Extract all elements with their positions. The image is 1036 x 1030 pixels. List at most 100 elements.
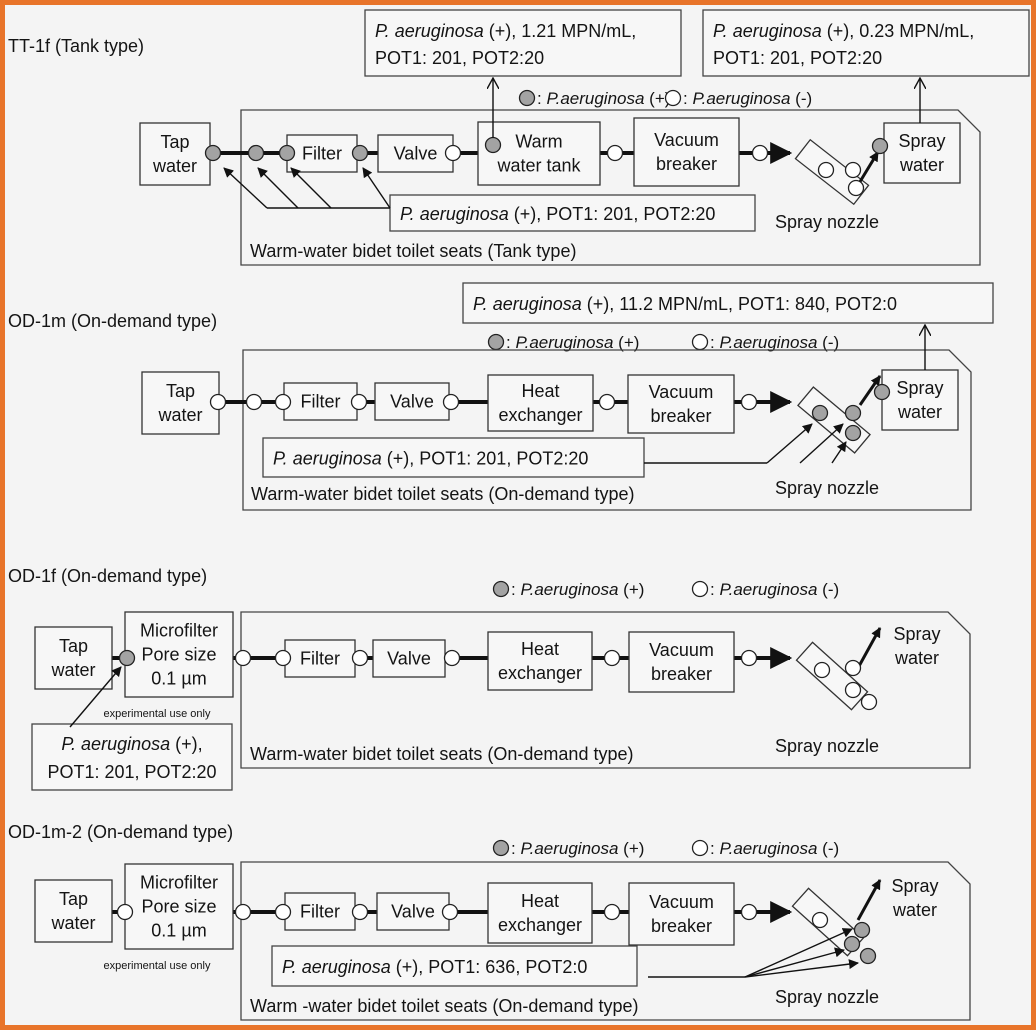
legend-positive-label-part: (+): [618, 839, 644, 858]
vacuum-breaker-box-label-part: Vacuum: [654, 130, 719, 150]
result-callout-text: P. aeruginosa (+),: [61, 734, 202, 754]
sample-point: [871, 137, 889, 155]
result-callout-text: POT1: 201, POT2:20: [375, 48, 544, 68]
spray-water-label-label: water: [894, 648, 939, 668]
microfilter-box: [124, 863, 234, 950]
spray-water-label-label: water: [892, 900, 937, 920]
result-callout-text: P. aeruginosa (+), POT1: 201, POT2:20: [273, 449, 588, 469]
leader-arrow: [69, 666, 122, 728]
experimental-note-part: experimental use only: [103, 708, 211, 720]
sample-point: [351, 649, 369, 667]
leader-arrow: [290, 167, 332, 209]
spray-water-box: [881, 369, 959, 431]
sample-point: [603, 649, 621, 667]
legend-positive-label-part: P.aeruginosa: [515, 333, 613, 352]
panel-title: OD-1m (On-demand type): [8, 311, 217, 331]
heat-exchanger-box: [487, 882, 593, 944]
leader-arrow: [362, 167, 391, 209]
leader-arrow: [223, 167, 268, 209]
legend-negative-label-part: P.aeruginosa: [719, 580, 817, 599]
housing-label-part: Warm-water bidet toilet seats (On-demand…: [250, 744, 633, 764]
valve-box-label-part: Valve: [394, 144, 438, 164]
tap-water-box-label-part: water: [152, 156, 197, 176]
experimental-note: experimental use only: [103, 960, 211, 972]
valve-box-label-part: Valve: [391, 902, 435, 922]
legend-negative-label-part: :: [710, 333, 719, 352]
leader-arrow: [744, 928, 853, 978]
sample-point: [442, 393, 460, 411]
result-callout-box: [262, 437, 645, 478]
legend-negative-icon: [691, 333, 709, 351]
experimental-note-part: experimental use only: [103, 960, 211, 972]
tap-water-box: [141, 371, 220, 435]
result-callout-text-part: (+),: [170, 734, 203, 754]
result-callout-box: [31, 723, 233, 791]
vacuum-breaker-box-label: breaker: [651, 916, 712, 936]
panel-title-part: OD-1m (On-demand type): [8, 311, 217, 331]
sample-point: [751, 144, 769, 162]
legend-negative-label-part: :: [710, 839, 719, 858]
spray-water-box-label: water: [897, 402, 942, 422]
legend-negative-label-part: (-): [817, 333, 839, 352]
legend-negative-label-part: :: [710, 580, 719, 599]
vacuum-breaker-box-label: Vacuum: [649, 382, 714, 402]
tap-water-box-label: Tap: [59, 636, 88, 656]
tap-water-box-label: water: [152, 156, 197, 176]
vacuum-breaker-box-label: breaker: [651, 664, 712, 684]
vacuum-breaker-box-label-part: breaker: [651, 916, 712, 936]
valve-box: [377, 134, 454, 173]
result-callout-text: P. aeruginosa (+), 1.21 MPN/mL,: [375, 21, 636, 41]
filter-box-label: Filter: [300, 902, 340, 922]
warm-water-tank-box-label-part: water tank: [496, 156, 581, 176]
vacuum-breaker-box-label-part: breaker: [651, 664, 712, 684]
vacuum-breaker-box: [628, 631, 735, 693]
sample-point: [204, 144, 222, 162]
vacuum-breaker-box-label-part: Vacuum: [649, 382, 714, 402]
valve-box-label: Valve: [391, 902, 435, 922]
heat-exchanger-box-label: exchanger: [498, 405, 582, 425]
sample-point: [441, 903, 459, 921]
result-callout-text-part: POT1: 201, POT2:20: [713, 48, 882, 68]
panel-title-part: TT-1f (Tank type): [8, 36, 144, 56]
result-callout-text-part: P. aeruginosa: [375, 21, 484, 41]
spray-nozzle-label: Spray nozzle: [775, 987, 879, 1007]
legend-positive-label: : P.aeruginosa (+): [537, 89, 670, 108]
legend-positive-label-part: P.aeruginosa: [520, 580, 618, 599]
vacuum-breaker-box-label: Vacuum: [654, 130, 719, 150]
housing-label-part: Warm -water bidet toilet seats (On-deman…: [250, 996, 638, 1016]
vacuum-breaker-box-label: Vacuum: [649, 892, 714, 912]
sample-point: [598, 393, 616, 411]
valve-box: [372, 639, 446, 678]
legend-positive-label-part: P.aeruginosa: [546, 89, 644, 108]
toilet-seat-housing: [240, 611, 971, 769]
spray-nozzle-label-part: Spray nozzle: [775, 987, 879, 1007]
legend-positive-label: : P.aeruginosa (+): [511, 580, 644, 599]
legend-positive-label-part: :: [511, 580, 520, 599]
result-callout-text-part: P. aeruginosa: [282, 957, 391, 977]
spray-water-label-label: Spray: [893, 624, 940, 644]
sample-point: [444, 144, 462, 162]
heat-exchanger-box: [487, 631, 593, 691]
result-callout-text-part: (+), POT1: 201, POT2:20: [509, 204, 716, 224]
spray-water-box-label: Spray: [898, 131, 945, 151]
legend-positive-label-part: :: [506, 333, 515, 352]
sample-point: [813, 661, 831, 679]
warm-water-tank-box: [477, 121, 601, 186]
vacuum-breaker-box-label-part: breaker: [656, 154, 717, 174]
legend-positive-icon: [492, 580, 510, 598]
spray-water-label-label-part: Spray: [893, 624, 940, 644]
spray-water-box-label-part: Spray: [898, 131, 945, 151]
heat-exchanger-box-label: exchanger: [498, 915, 582, 935]
vacuum-breaker-box-label: Vacuum: [649, 640, 714, 660]
sample-point: [350, 393, 368, 411]
result-callout-text-part: (+), POT1: 636, POT2:0: [391, 957, 588, 977]
spray-arrow: [856, 627, 882, 669]
sample-point: [351, 903, 369, 921]
sample-point: [234, 649, 252, 667]
microfilter-box-label-part: Pore size: [141, 645, 216, 665]
sample-point: [844, 424, 862, 442]
legend-negative-label: : P.aeruginosa (-): [710, 839, 839, 858]
legend-positive-icon: [492, 839, 510, 857]
result-callout-text-part: P. aeruginosa: [713, 21, 822, 41]
